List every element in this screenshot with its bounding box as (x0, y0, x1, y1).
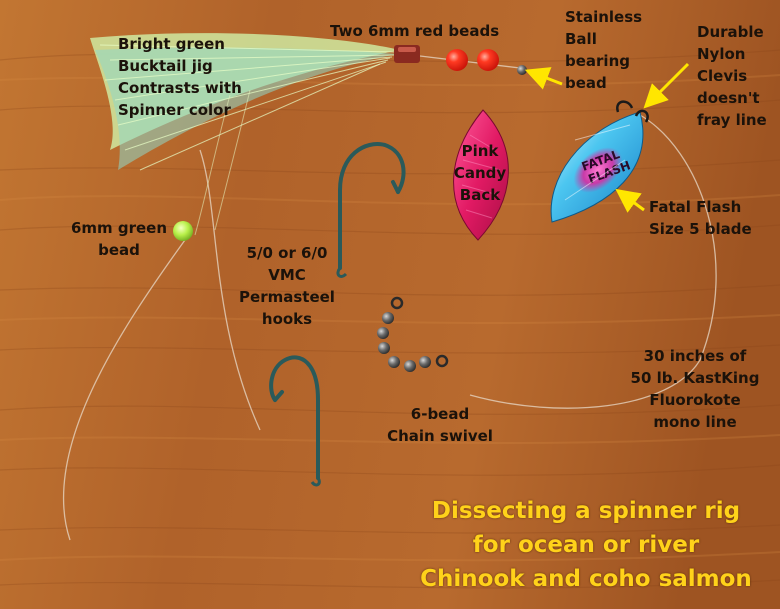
label-hooks: 5/0 or 6/0 VMC Permasteel hooks (239, 244, 335, 328)
chain-swivel (377, 296, 449, 372)
label-ball-bearing-bead: Stainless Ball bearing bead (565, 8, 643, 92)
fatal-flash-blade: FATAL FLASH (550, 111, 644, 223)
arrow-icon (524, 67, 563, 90)
nylon-clevis (616, 100, 634, 113)
arrow-icon (643, 62, 690, 109)
label-pink-candy-back: Pink Candy Back (453, 142, 507, 204)
wood-grain (0, 49, 780, 589)
red-bead (446, 49, 468, 71)
red-bead (477, 49, 499, 71)
bucktail-jig (90, 33, 420, 236)
label-green-bead: 6mm green bead (70, 219, 168, 259)
label-nylon-clevis: Durable Nylon Clevis doesn't fray line (697, 23, 767, 129)
hook (269, 355, 320, 480)
hook (338, 142, 406, 270)
ball-bearing-bead (517, 65, 527, 75)
annotation-arrows (524, 62, 690, 213)
label-blade: Fatal Flash Size 5 blade (649, 198, 752, 238)
green-bead (173, 221, 193, 241)
caption: Dissecting a spinner rig for ocean or ri… (420, 498, 752, 592)
label-mono-line: 30 inches of 50 lb. KastKing Fluorokote … (630, 347, 760, 431)
mono-line (62, 55, 717, 541)
label-bucktail-jig: Bright green Bucktail jig Contrasts with… (118, 35, 242, 119)
label-chain-swivel: 6-bead Chain swivel (387, 405, 493, 445)
arrow-icon (615, 188, 645, 213)
label-red-beads: Two 6mm red beads (330, 22, 500, 40)
pink-candy-blade (453, 109, 509, 241)
